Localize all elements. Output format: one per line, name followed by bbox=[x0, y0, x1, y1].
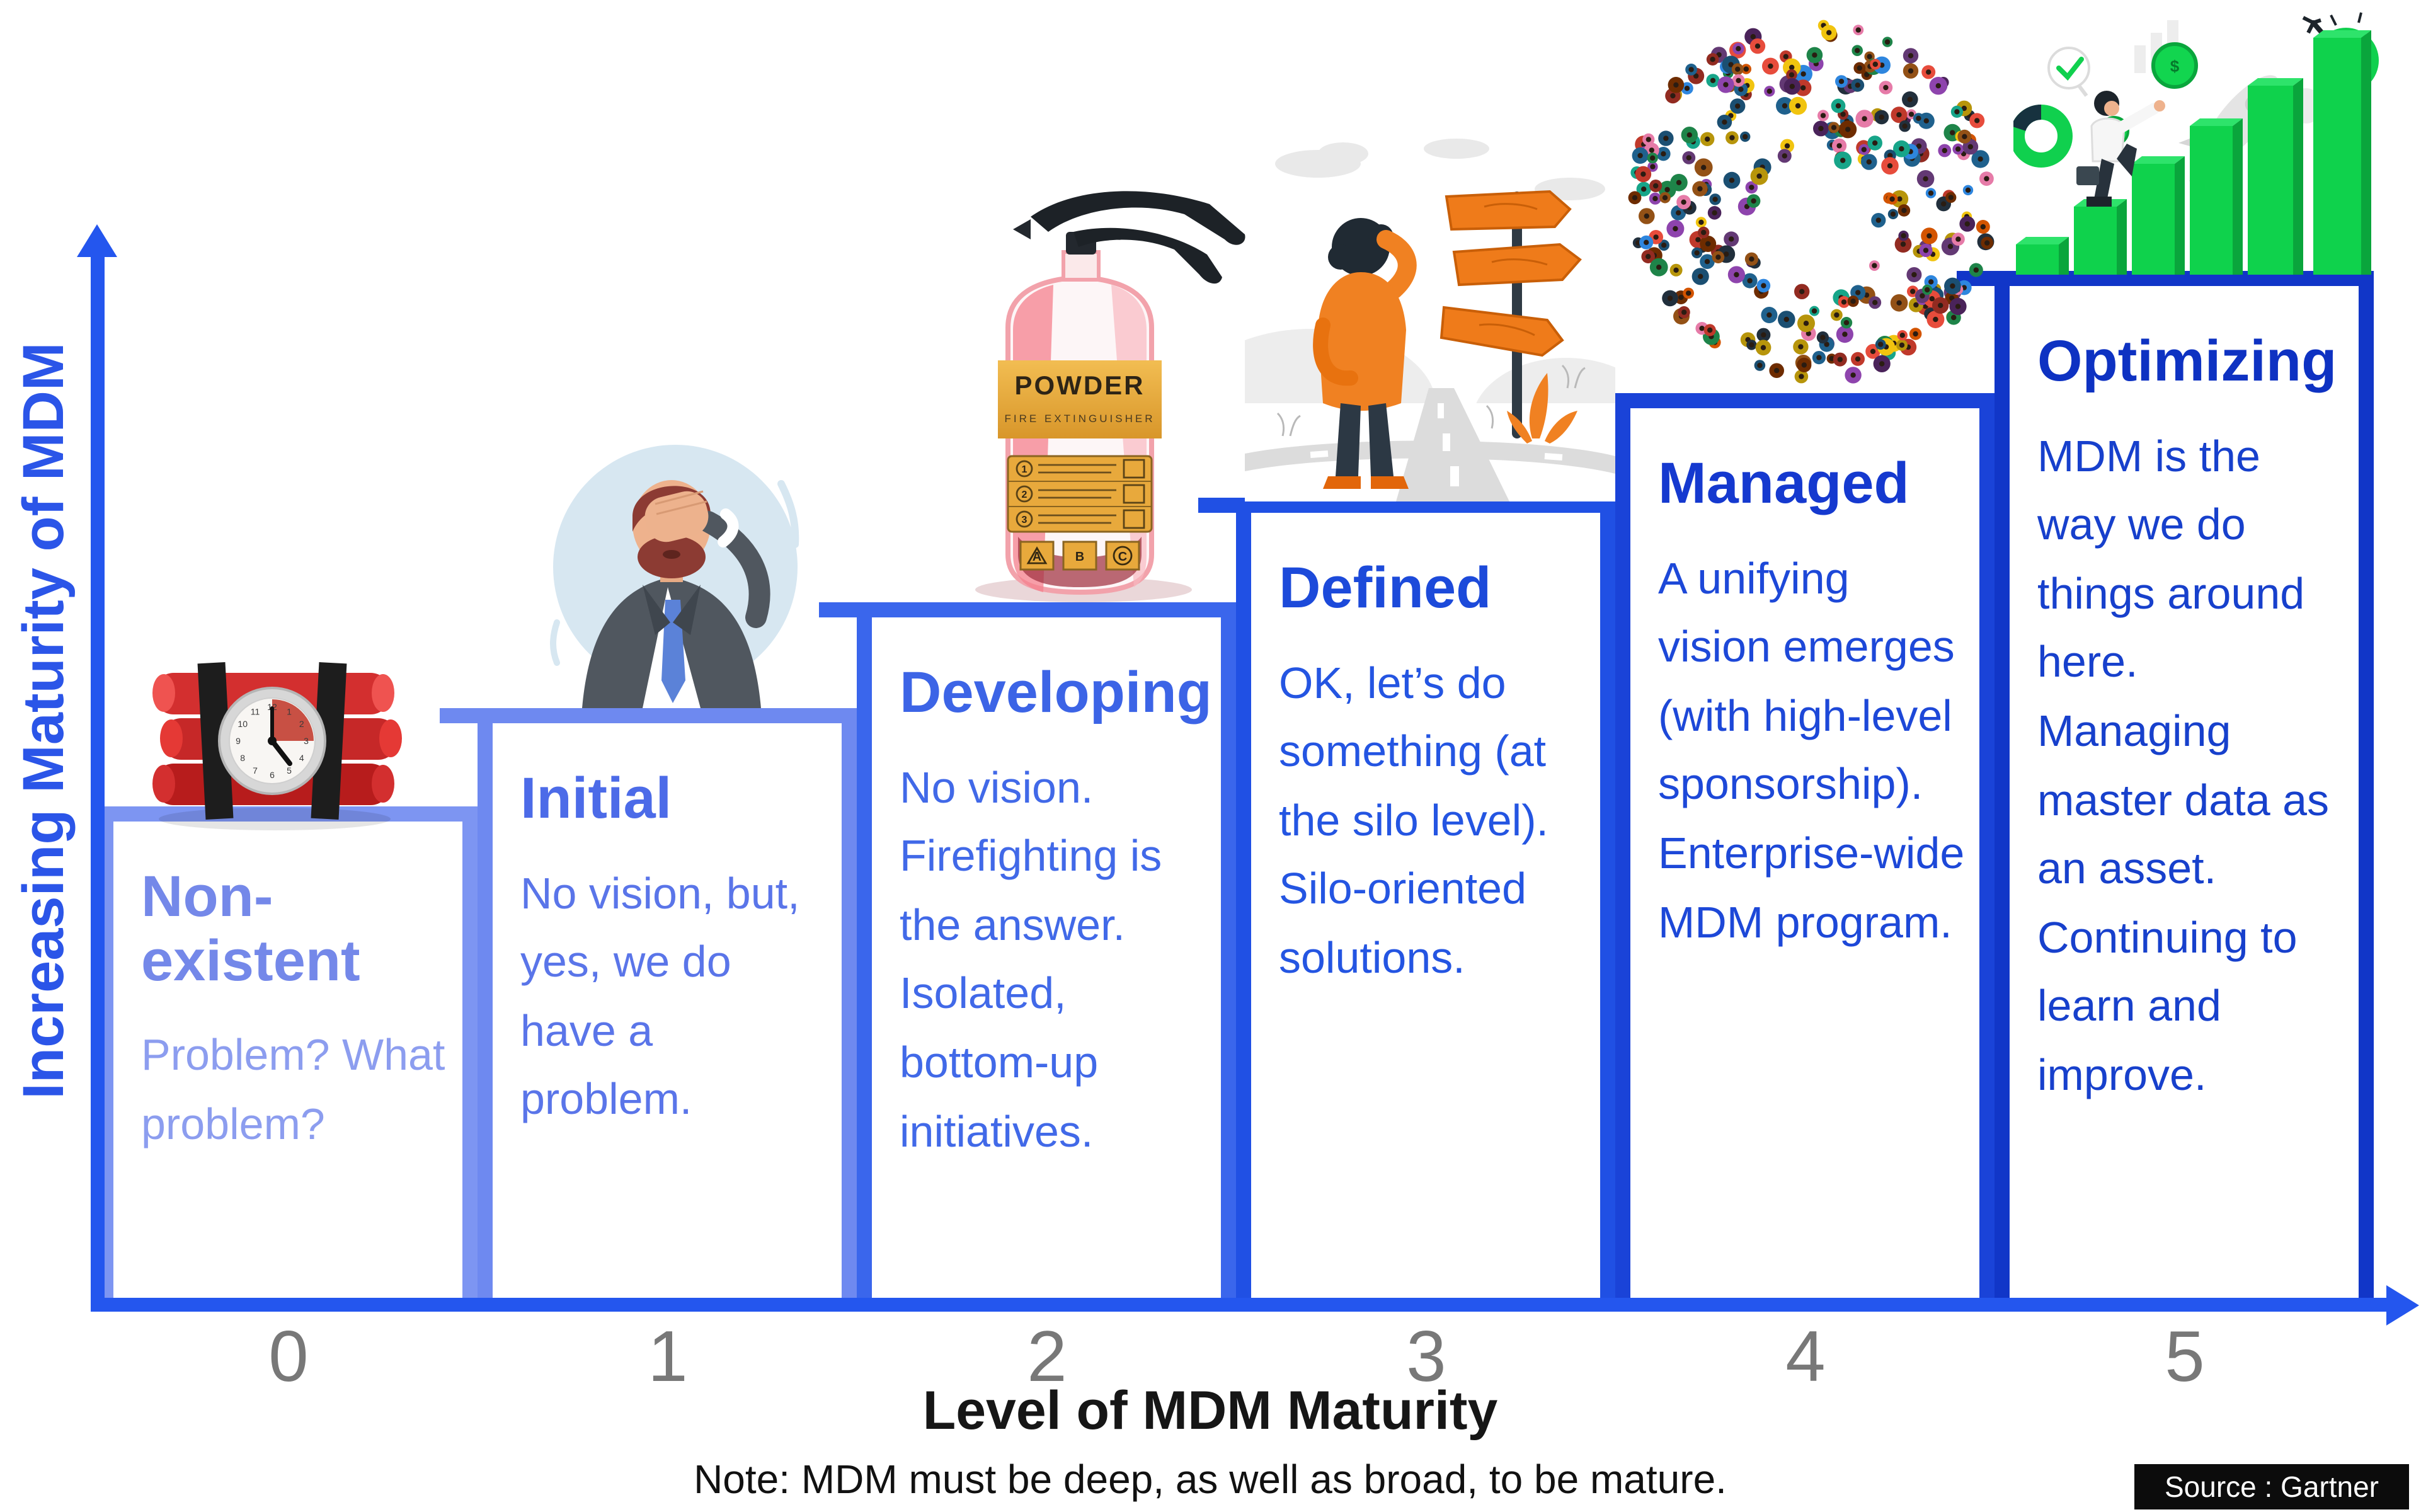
step-level-3: Defined OK, let’s do something (at the s… bbox=[1198, 498, 1615, 1305]
svg-text:A: A bbox=[1033, 550, 1041, 564]
x-axis-title: Level of MDM Maturity bbox=[922, 1381, 1498, 1441]
time-bomb-illustration: 121234567891011 bbox=[152, 662, 402, 830]
svg-text:C: C bbox=[1118, 550, 1127, 564]
x-tick-1: 1 bbox=[648, 1317, 688, 1397]
x-tick-5: 5 bbox=[2165, 1317, 2205, 1397]
confused-man bbox=[1313, 218, 1417, 489]
signpost bbox=[1439, 190, 1582, 438]
businessman bbox=[582, 480, 770, 708]
step-cap bbox=[440, 708, 478, 723]
step-level-2: Developing No vision. Firefighting is th… bbox=[819, 602, 1236, 1305]
source-attribution: Source : Gartner bbox=[2134, 1464, 2409, 1509]
x-tick-2: 2 bbox=[1027, 1317, 1067, 1397]
x-tick-0: 0 bbox=[268, 1317, 309, 1397]
svg-text:4: 4 bbox=[299, 753, 304, 763]
green-bars bbox=[2016, 30, 2371, 275]
svg-text:8: 8 bbox=[240, 753, 245, 763]
svg-text:5: 5 bbox=[287, 765, 292, 776]
step-description: OK, let’s do something (at the silo leve… bbox=[1279, 658, 1548, 983]
step-title: Defined bbox=[1279, 554, 1492, 620]
extinguisher-class-badges: A B C bbox=[1019, 541, 1140, 571]
step-title: Optimizing bbox=[2037, 328, 2337, 393]
y-axis-line bbox=[91, 252, 105, 1298]
bomb-strap bbox=[311, 662, 347, 820]
svg-text:3: 3 bbox=[1022, 515, 1027, 525]
svg-text:6: 6 bbox=[270, 770, 275, 780]
svg-text:11: 11 bbox=[251, 706, 260, 716]
step-description: MDM is the way we do things around here.… bbox=[2037, 432, 2329, 1100]
step-description: Problem? What problem? bbox=[141, 1031, 445, 1149]
crossroads-illustration bbox=[1245, 139, 1615, 501]
growth-chart-illustration: $ bbox=[2013, 12, 2379, 275]
svg-text:$: $ bbox=[2170, 57, 2180, 76]
step-level-5: Optimizing MDM is the way we do things a… bbox=[1957, 271, 2374, 1305]
climbing-man bbox=[2047, 47, 2165, 207]
step-level-4: Managed A unifying vision emerges (with … bbox=[1577, 393, 1995, 1305]
y-axis-label: Increasing Maturity of MDM bbox=[10, 342, 76, 1099]
x-axis-note: Note: MDM must be deep, as well as broad… bbox=[694, 1457, 1727, 1502]
step-level-0: Non-existent Problem? What problem? bbox=[98, 806, 478, 1305]
donut-chart-icon bbox=[2013, 105, 2073, 168]
plant bbox=[1507, 373, 1577, 444]
svg-text:7: 7 bbox=[253, 765, 258, 776]
step-cap bbox=[819, 602, 857, 617]
svg-text:2: 2 bbox=[299, 719, 304, 729]
step-description: No vision, but, yes, we do have a proble… bbox=[520, 869, 800, 1125]
x-axis-arrow-icon bbox=[2386, 1285, 2419, 1326]
x-tick-4: 4 bbox=[1785, 1317, 1826, 1397]
step-title: Non-existent bbox=[141, 863, 360, 993]
svg-text:1: 1 bbox=[287, 706, 292, 716]
step-cap bbox=[1198, 498, 1236, 513]
extinguisher-handle bbox=[1013, 191, 1245, 284]
alarm-clock: 121234567891011 bbox=[218, 687, 326, 795]
svg-text:9: 9 bbox=[236, 736, 241, 746]
extinguisher-label: POWDER FIRE EXTINGUISHER bbox=[998, 360, 1162, 438]
y-axis-arrow-icon bbox=[77, 224, 117, 257]
step-title: Initial bbox=[520, 765, 672, 830]
extinguisher-label-subtitle: FIRE EXTINGUISHER bbox=[1005, 413, 1155, 425]
source-label: Source : Gartner bbox=[2164, 1470, 2379, 1503]
svg-text:1: 1 bbox=[1022, 464, 1027, 475]
svg-text:3: 3 bbox=[304, 736, 309, 746]
x-axis-line bbox=[91, 1298, 2391, 1312]
step-level-1: Initial No vision, but, yes, we do have … bbox=[440, 708, 857, 1305]
step-title: Managed bbox=[1658, 450, 1909, 515]
step-title: Developing bbox=[900, 659, 1212, 724]
bomb-strap bbox=[197, 662, 234, 820]
facepalm-man-illustration bbox=[550, 445, 799, 708]
extinguisher-label-title: POWDER bbox=[1015, 370, 1145, 400]
x-tick-3: 3 bbox=[1406, 1317, 1446, 1397]
svg-text:10: 10 bbox=[238, 719, 248, 729]
step-description: No vision. Firefighting is the answer. I… bbox=[900, 763, 1162, 1157]
step-description: A unifying vision emerges (with high-lev… bbox=[1658, 554, 1965, 948]
svg-text:2: 2 bbox=[1022, 490, 1027, 500]
grass bbox=[1276, 364, 1586, 437]
extinguisher-instructions: 1 2 3 bbox=[1007, 455, 1153, 533]
clouds bbox=[1275, 139, 1605, 200]
fire-extinguisher-illustration: POWDER FIRE EXTINGUISHER 1 2 3 bbox=[975, 191, 1245, 602]
svg-text:B: B bbox=[1075, 550, 1084, 564]
crowd-illustration bbox=[1628, 20, 1995, 384]
